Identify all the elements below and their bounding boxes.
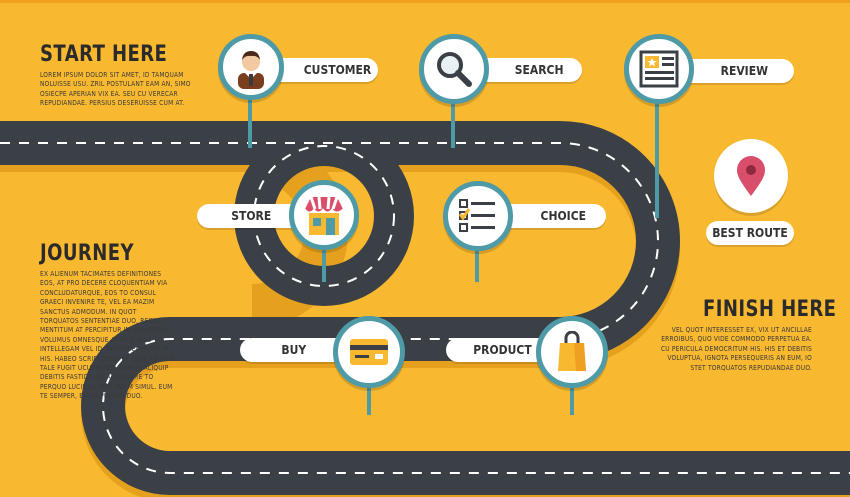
review-node <box>624 34 694 104</box>
store-icon <box>304 196 344 235</box>
store-node <box>289 180 359 250</box>
start-heading: START HERE <box>40 42 168 67</box>
buy-pin <box>367 383 371 415</box>
lane-markings <box>0 142 850 474</box>
checklist-icon <box>458 199 495 232</box>
store-pin <box>322 248 326 282</box>
buy-node <box>333 316 405 388</box>
map-pin-icon <box>737 156 765 196</box>
search-icon <box>437 52 472 87</box>
product-pin <box>570 383 574 415</box>
journey-heading: JOURNEY <box>40 241 134 266</box>
choice-node <box>443 181 513 251</box>
product-node <box>536 316 608 388</box>
search-node <box>419 34 489 104</box>
best-route-node <box>714 139 788 213</box>
shopping-bag-icon <box>558 331 586 371</box>
review-pin <box>655 94 659 218</box>
best-route-label: BEST ROUTE <box>706 221 794 245</box>
journey-text: EX ALIENUM TACIMATES DEFINITIONES EOS, A… <box>40 270 174 401</box>
customer-node <box>218 34 284 100</box>
lane-markings-loop <box>253 145 395 287</box>
start-text: LOREM IPSUM DOLOR SIT AMET, ID TAMQUAM N… <box>40 71 191 108</box>
finish-heading: FINISH HERE <box>703 297 837 322</box>
customer-icon <box>238 51 264 89</box>
choice-pin <box>475 246 479 282</box>
search-pin <box>451 92 455 148</box>
finish-text: VEL QUOT INTERESSET EX, VIX UT ANCILLAE … <box>660 326 812 372</box>
credit-card-icon <box>350 339 388 365</box>
customer-pin <box>248 92 252 148</box>
document-icon <box>639 50 679 88</box>
